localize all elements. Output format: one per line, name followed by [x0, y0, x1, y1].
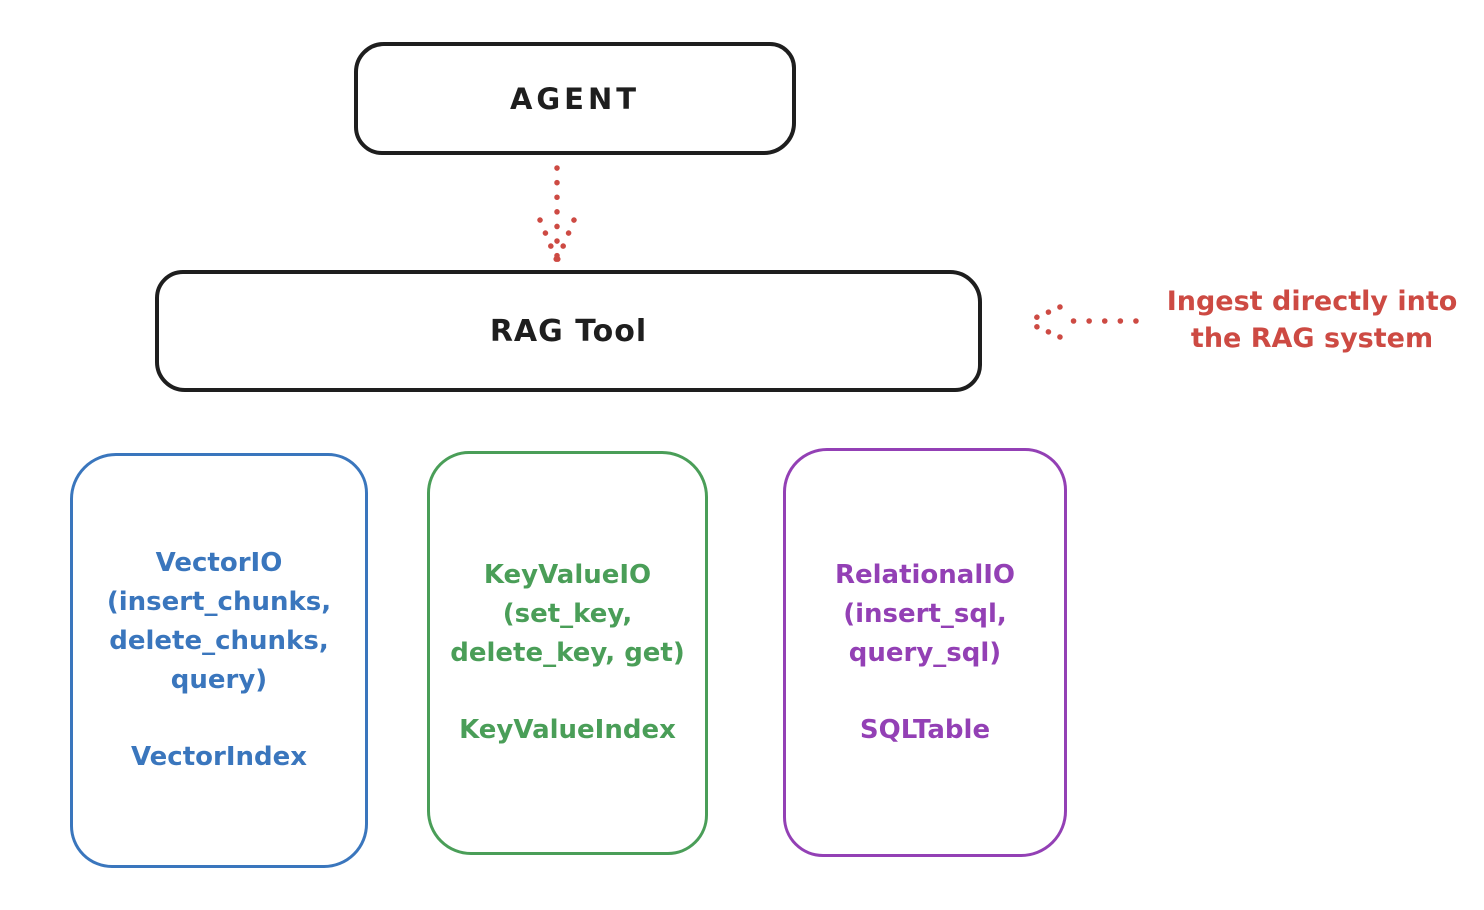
- down-dotted-arrow-icon: [537, 165, 577, 264]
- vector-index-label: VectorIndex: [130, 742, 308, 772]
- left-dotted-arrow-icon: [1023, 304, 1139, 340]
- key-value-io-methods-line1: (set_key,: [502, 599, 633, 629]
- key-value-io-node: KeyValueIO (set_key, delete_key, get) Ke…: [427, 451, 708, 855]
- agent-node: AGENT: [354, 42, 796, 155]
- sql-table-label: SQLTable: [859, 714, 991, 745]
- rag-tool-node: RAG Tool: [155, 270, 982, 392]
- vector-io-title: VectorIO: [155, 548, 283, 578]
- agent-label: AGENT: [509, 81, 641, 116]
- relational-io-title: RelationalIO: [834, 559, 1016, 590]
- relational-io-methods-line1: (insert_sql,: [843, 598, 1007, 629]
- key-value-io-methods-line2: delete_key, get): [450, 638, 685, 668]
- rag-tool-label: RAG Tool: [489, 313, 648, 349]
- ingest-annotation-line1: Ingest directly into: [1166, 286, 1458, 317]
- vector-io-node: VectorIO (insert_chunks, delete_chunks, …: [70, 453, 368, 868]
- key-value-io-title: KeyValueIO: [483, 560, 652, 590]
- ingest-annotation: Ingest directly into the RAG system: [1140, 283, 1484, 357]
- vector-io-methods-line3: query): [170, 665, 268, 695]
- relational-io-methods-line2: query_sql): [848, 637, 1002, 668]
- key-value-index-label: KeyValueIndex: [459, 715, 676, 745]
- ingest-annotation-line2: the RAG system: [1190, 323, 1434, 354]
- vector-io-methods-line1: (insert_chunks,: [106, 587, 332, 617]
- vector-io-methods-line2: delete_chunks,: [109, 626, 329, 656]
- relational-io-node: RelationalIO (insert_sql, query_sql) SQL…: [783, 448, 1067, 857]
